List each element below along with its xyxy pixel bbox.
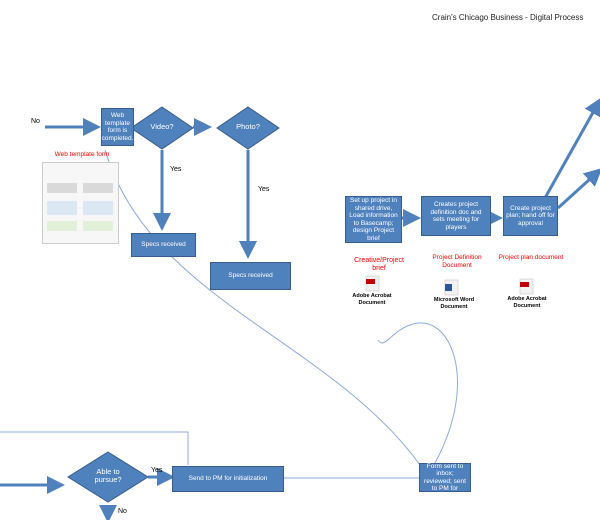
- edge-label-yes-video: Yes: [170, 166, 182, 173]
- word-icon: [444, 279, 459, 296]
- creative-brief-annotation: Creative/Project brief: [354, 257, 404, 272]
- edge-label-no-able: No: [118, 508, 127, 515]
- specs-received-photo-box[interactable]: Specs received: [210, 262, 291, 290]
- project-definition-box[interactable]: Creates project definition doc and sets …: [421, 196, 491, 236]
- web-template-thumbnail[interactable]: [42, 162, 119, 244]
- document-label-2: Microsoft Word Document: [433, 297, 475, 310]
- pdf-icon-1: [365, 275, 380, 292]
- able-label: Able to pursue?: [94, 467, 122, 484]
- project-plan-box[interactable]: Create project plan; hand off for approv…: [503, 196, 558, 236]
- definition-doc-annotation: Project Definition Document: [432, 254, 482, 269]
- web-template-box[interactable]: Web template form is completed.: [101, 108, 134, 146]
- line-bottom-loop: [0, 431, 189, 465]
- photo-label: Photo?: [236, 122, 260, 131]
- inbox-box[interactable]: Form sent to inbox; reviewed; sent to PM…: [419, 463, 471, 492]
- page-title: Crain's Chicago Business - Digital Proce…: [432, 13, 584, 22]
- edge-label-yes-photo: Yes: [258, 186, 270, 193]
- document-label-1: Adobe Acrobat Document: [352, 293, 392, 306]
- setup-project-box[interactable]: Set up project in shared drive, Load inf…: [345, 196, 402, 243]
- curve-connector-left: [104, 149, 421, 466]
- web-template-form-annotation: Web template form: [54, 151, 110, 158]
- arrow-plan-up-right-1: [556, 167, 600, 210]
- decision-able-diamond: [67, 451, 149, 503]
- edge-label-no-top: No: [31, 118, 40, 125]
- document-label-3: Adobe Acrobat Document: [507, 296, 547, 309]
- send-to-pm-box[interactable]: Send to PM for initialization: [172, 466, 284, 492]
- edge-label-yes-able: Yes: [151, 467, 163, 474]
- specs-received-video-box[interactable]: Specs received: [131, 233, 196, 257]
- arrow-plan-up-right-2: [543, 97, 600, 199]
- decision-video-diamond: [130, 106, 194, 150]
- pdf-icon-2: [519, 278, 534, 295]
- plan-doc-annotation: Project plan document: [498, 254, 564, 261]
- decision-photo-diamond: [216, 106, 280, 150]
- curve-connector-right: [377, 322, 458, 464]
- video-label: Video?: [150, 122, 174, 131]
